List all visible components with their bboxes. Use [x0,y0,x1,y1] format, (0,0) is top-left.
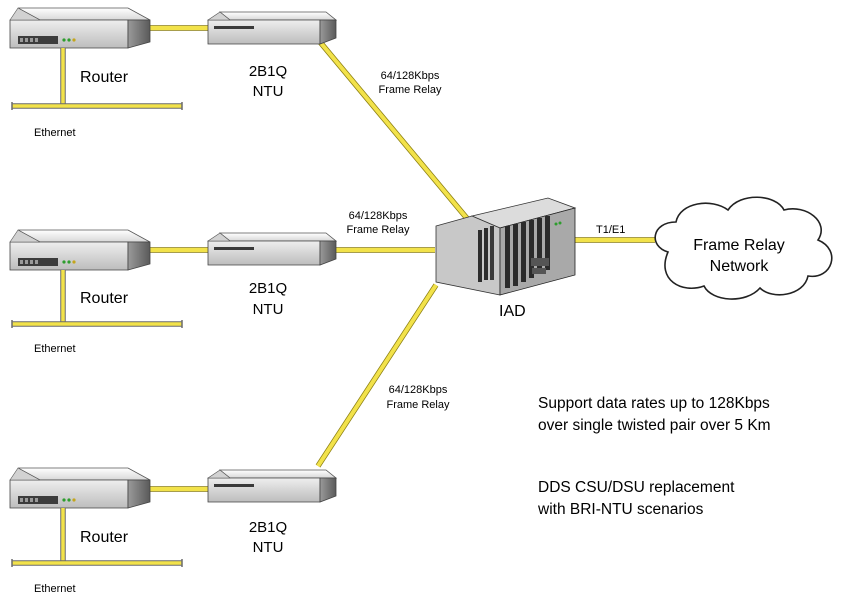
note-2-line2: with BRI-NTU scenarios [537,501,704,518]
links-layer [150,25,655,492]
note-1-line2: over single twisted pair over 5 Km [538,417,771,434]
ntu-2-label-line1: 2B1Q [249,280,287,297]
link-3-rate-label: 64/128Kbps [389,384,448,396]
ethernet-2-label: Ethernet [34,343,76,355]
uplink-label: T1/E1 [596,224,625,236]
iad-card-slots [478,216,562,288]
site-1: Router Ethernet 2B1Q NTU 64/128Kbps Fram… [9,7,442,139]
ethernet-bus-2 [12,320,182,328]
iad-label: IAD [499,303,526,320]
ntu-3-label-line2: NTU [253,539,284,556]
link-2-rate-label: 64/128Kbps [349,210,408,222]
ethernet-3-label: Ethernet [34,583,76,594]
cloud-label-line2: Network [710,258,770,275]
ethernet-bus-1 [12,102,182,110]
ntu-1-label-line2: NTU [253,83,284,100]
router-1-icon[interactable] [9,7,151,49]
router-1-label: Router [80,69,129,86]
frame-relay-cloud[interactable]: Frame Relay Network [654,196,833,300]
ntu-3-label-line1: 2B1Q [249,519,287,536]
router-2-icon[interactable] [9,229,151,271]
link-3-protocol-label: Frame Relay [387,399,450,411]
ntu-3-icon[interactable] [207,469,337,503]
ntu-2-label-line2: NTU [253,301,284,318]
notes: Support data rates up to 128Kbps over si… [537,395,771,518]
router-3-icon[interactable] [9,467,151,509]
cloud-label-line1: Frame Relay [693,237,785,254]
site-3: Router Ethernet 2B1Q NTU 64/128Kbps Fram… [10,384,450,594]
link-2-protocol-label: Frame Relay [347,224,410,236]
note-1-line1: Support data rates up to 128Kbps [538,395,770,412]
link-1-rate-label: 64/128Kbps [381,70,440,82]
site-2: Router Ethernet 2B1Q NTU 64/128Kbps Fram… [10,210,410,355]
router-3-label: Router [80,529,129,546]
ethernet-bus-3 [12,559,182,567]
ntu-2-icon[interactable] [207,232,337,266]
router-2-label: Router [80,290,129,307]
ntu-1-icon[interactable] [207,11,337,45]
link-1-protocol-label: Frame Relay [379,84,442,96]
iad-device[interactable]: IAD [435,197,577,320]
ethernet-1-label: Ethernet [34,127,76,139]
ntu-1-label-line1: 2B1Q [249,63,287,80]
note-2-line1: DDS CSU/DSU replacement [538,479,735,496]
